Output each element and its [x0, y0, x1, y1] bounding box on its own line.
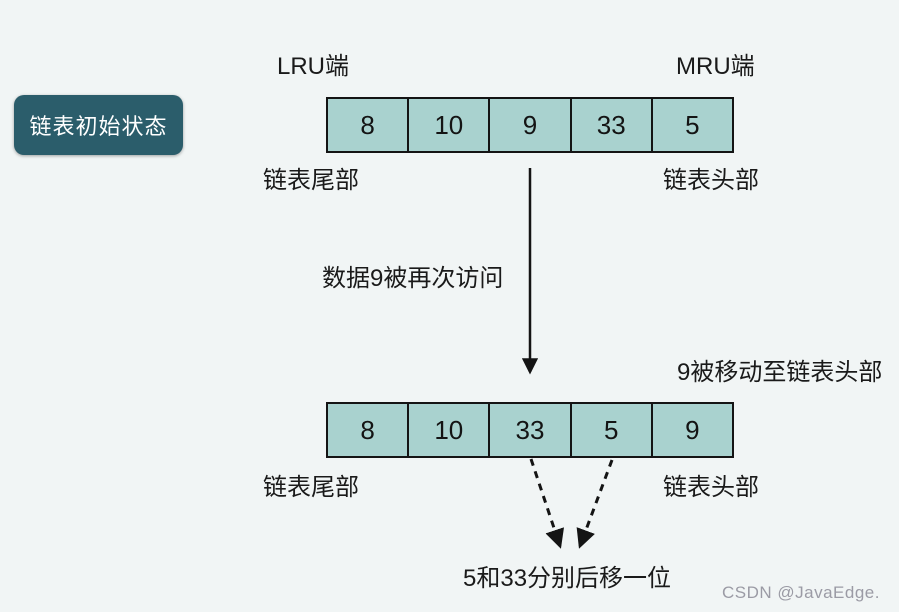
list-cell: 33	[569, 99, 651, 151]
list-tail-label-after: 链表尾部	[263, 474, 359, 501]
list-cell: 8	[328, 404, 408, 456]
list-cell: 5	[569, 404, 651, 456]
list-head-label-after: 链表头部	[663, 474, 759, 501]
initial-state-badge-label: 链表初始状态	[29, 114, 168, 139]
mru-end-label: MRU端	[676, 53, 755, 80]
moved-to-head-annotation: 9被移动至链表头部	[677, 359, 883, 386]
shifted-back-annotation: 5和33分别后移一位	[463, 565, 672, 592]
list-tail-label-initial: 链表尾部	[263, 167, 359, 194]
list-cell: 10	[407, 404, 489, 456]
dashed-arrow-left	[529, 458, 565, 549]
dashed-arrow-right	[576, 459, 614, 549]
initial-state-badge: 链表初始状态	[14, 95, 183, 155]
list-cell: 5	[650, 99, 733, 151]
list-cell: 33	[488, 404, 570, 456]
linkedlist-initial-row: 8 10 9 33 5	[326, 97, 734, 153]
watermark: CSDN @JavaEdge.	[722, 583, 880, 602]
list-cell: 8	[328, 99, 408, 151]
list-cell: 9	[650, 404, 733, 456]
linkedlist-after-row: 8 10 33 5 9	[326, 402, 734, 458]
list-cell: 9	[488, 99, 570, 151]
lru-end-label: LRU端	[277, 53, 350, 80]
list-cell: 10	[407, 99, 489, 151]
access-event-annotation: 数据9被再次访问	[322, 265, 504, 292]
list-head-label-initial: 链表头部	[663, 167, 759, 194]
